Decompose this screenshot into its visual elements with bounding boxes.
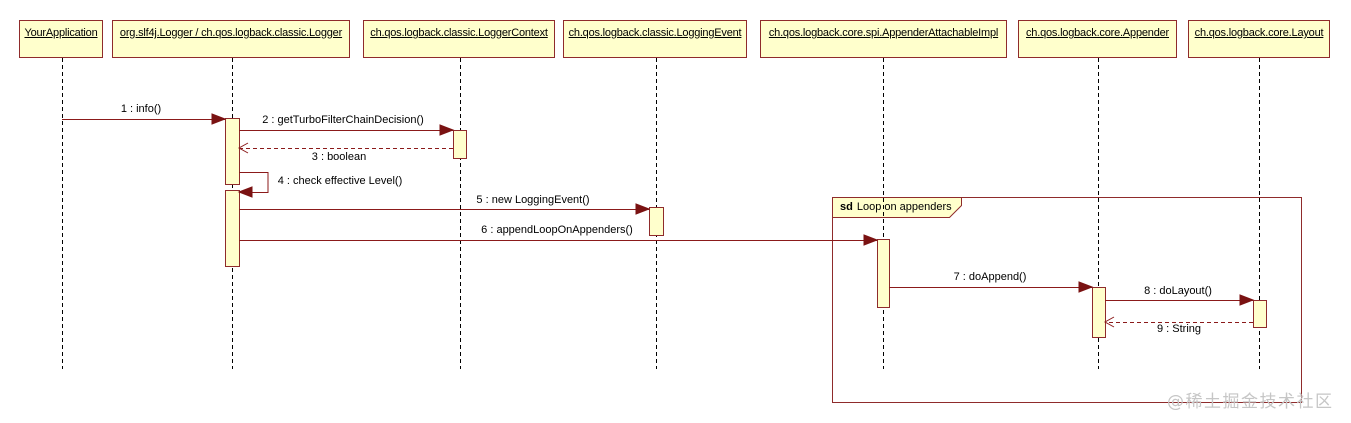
activation-bar [453,130,467,159]
participant-box: org.slf4j.Logger / ch.qos.logback.classi… [112,20,350,58]
participant-label: ch.qos.logback.core.spi.AppenderAttachab… [768,27,999,39]
participant-label: ch.qos.logback.core.Appender [1026,27,1169,39]
participant-box: ch.qos.logback.core.spi.AppenderAttachab… [760,20,1007,58]
participant-box: ch.qos.logback.classic.LoggerContext [363,20,555,58]
sd-frame-border [832,197,1302,403]
activation-bar [1253,300,1267,328]
participant-label: YourApplication [24,27,98,39]
message-label: 2 : getTurboFilterChainDecision() [262,114,424,126]
message-label: 4 : check effective Level() [277,175,403,187]
sd-frame-keyword: sd [840,201,853,213]
message-arrowhead-solid [439,124,455,136]
message-label: 3 : boolean [311,151,367,163]
message-arrowhead-solid [863,234,879,246]
sd-frame-title: Loop on appenders [856,201,952,213]
participant-box: YourApplication [19,20,103,58]
message-label: 1 : info() [120,103,162,115]
message-arrowhead-solid [211,113,227,125]
participant-box: ch.qos.logback.classic.LoggingEvent [563,20,747,58]
message-label: 6 : appendLoopOnAppenders() [481,224,633,236]
message-label: 8 : doLayout() [1144,285,1212,297]
activation-bar [1092,287,1106,338]
participant-label: ch.qos.logback.classic.LoggerContext [370,27,548,39]
message-arrowhead-open [1103,316,1115,328]
message-label: 5 : new LoggingEvent() [476,194,590,206]
message-arrowhead-solid [1078,281,1094,293]
message-arrowhead-open [237,142,249,154]
activation-bar [225,190,240,267]
activation-bar [225,118,240,185]
message-line-self [239,172,269,193]
participant-box: ch.qos.logback.core.Layout [1188,20,1330,58]
message-arrowhead-solid [635,203,651,215]
message-arrowhead-solid [237,186,253,198]
participant-label: ch.qos.logback.classic.LoggingEvent [568,27,742,39]
participant-box: ch.qos.logback.core.Appender [1018,20,1177,58]
activation-bar [877,239,890,308]
message-label: 7 : doAppend() [953,271,1027,283]
message-arrowhead-solid [1239,294,1255,306]
message-label: 9 : String [1156,323,1202,335]
activation-bar [649,207,664,236]
participant-label: org.slf4j.Logger / ch.qos.logback.classi… [119,27,343,39]
watermark: @稀土掘金技术社区 [1167,392,1334,412]
participant-label: ch.qos.logback.core.Layout [1194,27,1324,39]
